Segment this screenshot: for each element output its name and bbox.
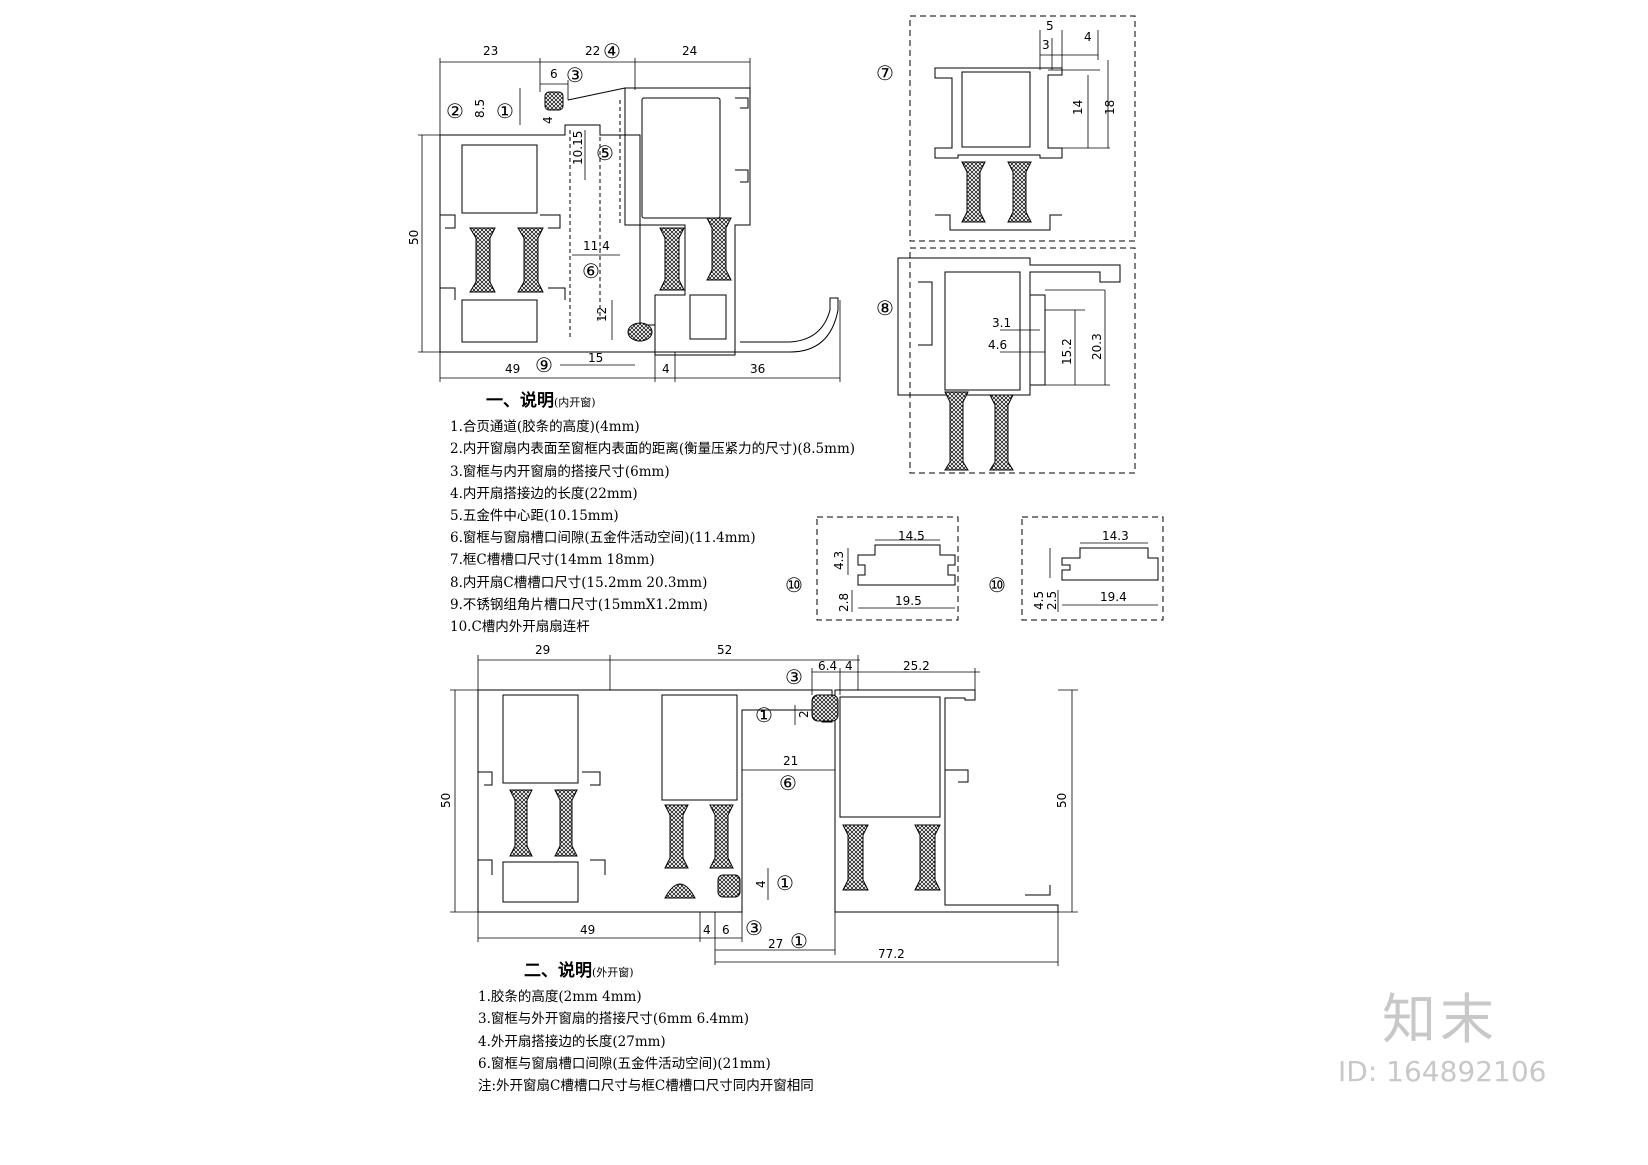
b-dim-6-4: 6.4 [818, 659, 837, 673]
notes-inward: 一、说明(内开窗) 1.合页通道(胶条的高度)(4mm) 2.内开窗扇内表面至窗… [450, 390, 855, 638]
marker-3: ③ [566, 63, 584, 87]
b-dim-6: 6 [722, 923, 730, 937]
b-dim-52: 52 [717, 643, 732, 657]
watermark-logo: 知末 [1382, 988, 1498, 1051]
connector-groove-b [1021, 516, 1164, 621]
c8-dim-4-6: 4.6 [988, 338, 1007, 352]
c7-dim-4: 4 [1084, 30, 1092, 44]
b-dim-4-vertical: 4 [754, 880, 768, 888]
outward-section [450, 655, 1078, 966]
b-dim-50-right: 50 [1055, 793, 1069, 808]
notes-outward-item: 4.外开扇搭接边的长度(27mm) [478, 1033, 666, 1050]
dim-36: 36 [750, 362, 765, 376]
notes-outward-item: 1.胶条的高度(2mm 4mm) [478, 989, 642, 1006]
dim-4-bottom: 4 [662, 362, 670, 376]
dim-8-5: 8.5 [473, 99, 487, 118]
marker-4: ④ [603, 39, 621, 63]
notes-outward-title: 二、说明(外开窗) [524, 961, 634, 981]
dim-10-15: 10.15 [571, 131, 585, 165]
c8-dim-20-3: 20.3 [1090, 333, 1104, 360]
b-marker-6: ⑥ [779, 771, 797, 795]
notes-inward-item: 6.窗框与窗扇槽口间隙(五金件活动空间)(11.4mm) [450, 530, 756, 547]
marker-6: ⑥ [582, 259, 600, 283]
marker-10a: ⑩ [785, 573, 803, 597]
b-dim-4-bottom: 4 [703, 923, 711, 937]
c8-dim-15-2: 15.2 [1060, 338, 1074, 365]
inward-dimension-labels: 23 22 24 6 8.5 4 10.15 11.4 50 12 15 49 … [407, 44, 765, 376]
notes-inward-item: 2.内开窗扇内表面至窗框内表面的距离(衡量压紧力的尺寸)(8.5mm) [450, 441, 856, 458]
b-dim-50-left: 50 [439, 793, 453, 808]
c7-dim-5: 5 [1046, 19, 1054, 33]
c7-dim-14: 14 [1071, 100, 1085, 115]
dim-24: 24 [682, 44, 697, 58]
connector-groove-a [816, 516, 959, 621]
notes-inward-item: 10.C槽内外开扇扇连杆 [450, 619, 590, 636]
marker-2: ② [446, 99, 464, 123]
dim-23: 23 [483, 44, 498, 58]
dim-6: 6 [550, 67, 558, 81]
marker-5: ⑤ [596, 141, 614, 165]
notes-outward-item: 注:外开窗扇C槽槽口尺寸与框C槽槽口尺寸同内开窗相同 [478, 1078, 814, 1095]
marker-10b: ⑩ [988, 573, 1006, 597]
dim-22: 22 [585, 44, 600, 58]
connector-groove-b-labels: 14.3 4.5 2.5 19.4 ⑩ [988, 529, 1129, 610]
c10a-dim-19-5: 19.5 [895, 594, 922, 608]
b-marker-1-top: ① [755, 703, 773, 727]
notes-inward-item: 4.内开扇搭接边的长度(22mm) [450, 485, 638, 502]
dim-50: 50 [407, 230, 421, 245]
notes-inward-item: 8.内开扇C槽槽口尺寸(15.2mm 20.3mm) [450, 574, 708, 591]
notes-inward-item: 3.窗框与内开窗扇的搭接尺寸(6mm) [450, 463, 670, 480]
notes-inward-item: 1.合页通道(胶条的高度)(4mm) [450, 419, 640, 436]
outward-dimension-labels: 29 52 6.4 4 25.2 2 21 50 50 4 49 4 6 27 … [439, 643, 1069, 961]
c10a-dim-4-3: 4.3 [832, 551, 846, 570]
b-marker-3-bottom: ③ [745, 916, 763, 940]
b-dim-29: 29 [535, 643, 550, 657]
c10a-dim-14-5: 14.5 [898, 529, 925, 543]
watermark-id: ID: 164892106 [1338, 1055, 1547, 1088]
notes-inward-item: 9.不锈钢组角片槽口尺寸(15mmX1.2mm) [450, 596, 708, 613]
b-marker-1-mid: ① [776, 871, 794, 895]
c10a-dim-2-8: 2.8 [837, 593, 851, 612]
frame-c-groove-labels: 5 3 4 14 18 ⑦ [876, 19, 1117, 115]
marker-1: ① [496, 99, 514, 123]
b-dim-4: 4 [845, 659, 853, 673]
dim-49: 49 [505, 362, 520, 376]
b-marker-3-top: ③ [785, 665, 803, 689]
sash-c-groove-section [897, 247, 1136, 474]
b-dim-77-2: 77.2 [878, 947, 905, 961]
inward-markers: ④ ③ ② ① ⑤ ⑥ ⑨ [446, 39, 621, 377]
b-dim-25-2: 25.2 [903, 659, 930, 673]
b-marker-1-bottom: ① [790, 929, 808, 953]
notes-inward-item: 7.框C槽槽口尺寸(14mm 18mm) [450, 552, 655, 569]
notes-outward-item: 6.窗框与窗扇槽口间隙(五金件活动空间)(21mm) [478, 1055, 771, 1072]
notes-outward: 二、说明(外开窗) 1.胶条的高度(2mm 4mm) 3.窗框与外开窗扇的搭接尺… [478, 960, 814, 1097]
notes-inward-title: 一、说明(内开窗) [486, 391, 596, 411]
notes-outward-item: 3.窗框与外开窗扇的搭接尺寸(6mm 6.4mm) [478, 1011, 749, 1028]
inward-section [418, 58, 841, 382]
b-dim-21: 21 [783, 754, 798, 768]
b-dim-27: 27 [768, 937, 783, 951]
c8-dim-3-1: 3.1 [992, 316, 1011, 330]
c10b-dim-2-5: 2.5 [1045, 591, 1059, 610]
sash-c-groove-labels: 3.1 4.6 15.2 20.3 ⑧ [876, 296, 1104, 365]
dim-4: 4 [541, 116, 555, 124]
b-dim-49: 49 [580, 923, 595, 937]
marker-9: ⑨ [535, 353, 553, 377]
c10b-dim-19-4: 19.4 [1100, 590, 1127, 604]
marker-8: ⑧ [876, 296, 894, 320]
dim-11-4: 11.4 [583, 239, 610, 253]
frame-c-groove-section [909, 15, 1136, 242]
outward-markers: ③ ① ⑥ ① ③ ① [745, 665, 808, 953]
c7-dim-18: 18 [1103, 100, 1117, 115]
notes-inward-item: 5.五金件中心距(10.15mm) [450, 508, 619, 525]
connector-groove-a-labels: 14.5 4.3 2.8 19.5 ⑩ [785, 529, 925, 612]
c10b-dim-4-5: 4.5 [1032, 591, 1046, 610]
b-dim-2: 2 [797, 710, 811, 718]
dim-12: 12 [595, 307, 609, 322]
dim-15: 15 [588, 351, 603, 365]
c10b-dim-14-3: 14.3 [1102, 529, 1129, 543]
marker-7: ⑦ [876, 61, 894, 85]
c7-dim-3: 3 [1042, 38, 1050, 52]
